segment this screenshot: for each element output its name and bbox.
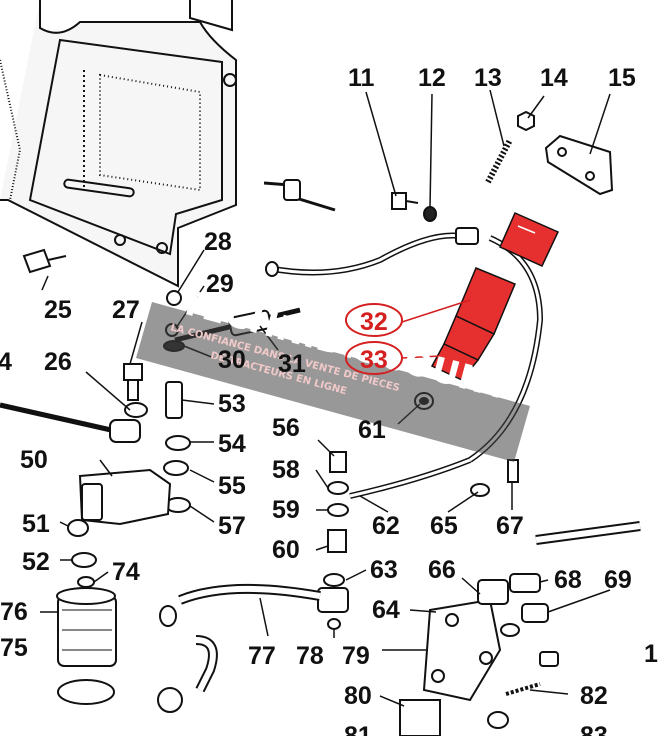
- label-12: 12: [418, 64, 446, 92]
- label-28: 28: [204, 228, 232, 256]
- label-59: 59: [272, 496, 300, 524]
- label-75: 75: [0, 634, 28, 662]
- injection-pump-body: [399, 521, 641, 736]
- label-51: 51: [22, 510, 50, 538]
- center-parts-column: [157, 451, 519, 713]
- label-11: 11: [348, 64, 375, 92]
- part-labels: 11 12 13 14 15 25 26 27 28 29 30 31 32 3…: [0, 64, 658, 736]
- label-15: 15: [608, 64, 636, 92]
- left-parts-column: [0, 248, 191, 705]
- label-53: 53: [218, 390, 246, 418]
- label-57: 57: [218, 512, 246, 540]
- label-65: 65: [430, 512, 458, 540]
- label-69: 69: [604, 566, 632, 594]
- label-58: 58: [272, 456, 300, 484]
- label-26: 26: [44, 348, 72, 376]
- label-62: 62: [372, 512, 400, 540]
- label-60: 60: [272, 536, 300, 564]
- label-78: 78: [296, 642, 324, 670]
- label-52: 52: [22, 548, 50, 576]
- label-83: 83: [580, 722, 608, 736]
- label-13: 13: [474, 64, 502, 92]
- leader-lines: [40, 89, 611, 707]
- label-77: 77: [248, 642, 276, 670]
- label-67: 67: [496, 512, 524, 540]
- label-81: 81: [344, 722, 372, 736]
- label-31: 31: [278, 350, 306, 378]
- label-25: 25: [44, 296, 72, 324]
- label-1: 1: [644, 640, 658, 668]
- label-4: 4: [0, 348, 12, 376]
- label-74: 74: [112, 558, 140, 586]
- label-61: 61: [358, 416, 386, 444]
- label-27: 27: [112, 296, 140, 324]
- highlight-circles: [345, 303, 403, 375]
- label-79: 79: [342, 642, 370, 670]
- label-14: 14: [540, 64, 568, 92]
- label-66: 66: [428, 556, 456, 584]
- flexible-hose: [265, 227, 544, 499]
- label-63: 63: [370, 556, 398, 584]
- label-80: 80: [344, 682, 372, 710]
- label-54: 54: [218, 430, 246, 458]
- label-32: 32: [360, 308, 388, 336]
- label-50: 50: [20, 446, 48, 474]
- highlighted-filter-assembly: [430, 212, 560, 381]
- label-33: 33: [360, 346, 388, 374]
- label-68: 68: [554, 566, 582, 594]
- fuel-line-top: [263, 110, 614, 222]
- label-64: 64: [372, 596, 400, 624]
- label-29: 29: [206, 270, 234, 298]
- label-55: 55: [218, 472, 246, 500]
- label-82: 82: [580, 682, 608, 710]
- label-30: 30: [218, 346, 246, 374]
- mounting-bracket: [0, 0, 237, 288]
- label-56: 56: [272, 414, 300, 442]
- label-76: 76: [0, 598, 28, 626]
